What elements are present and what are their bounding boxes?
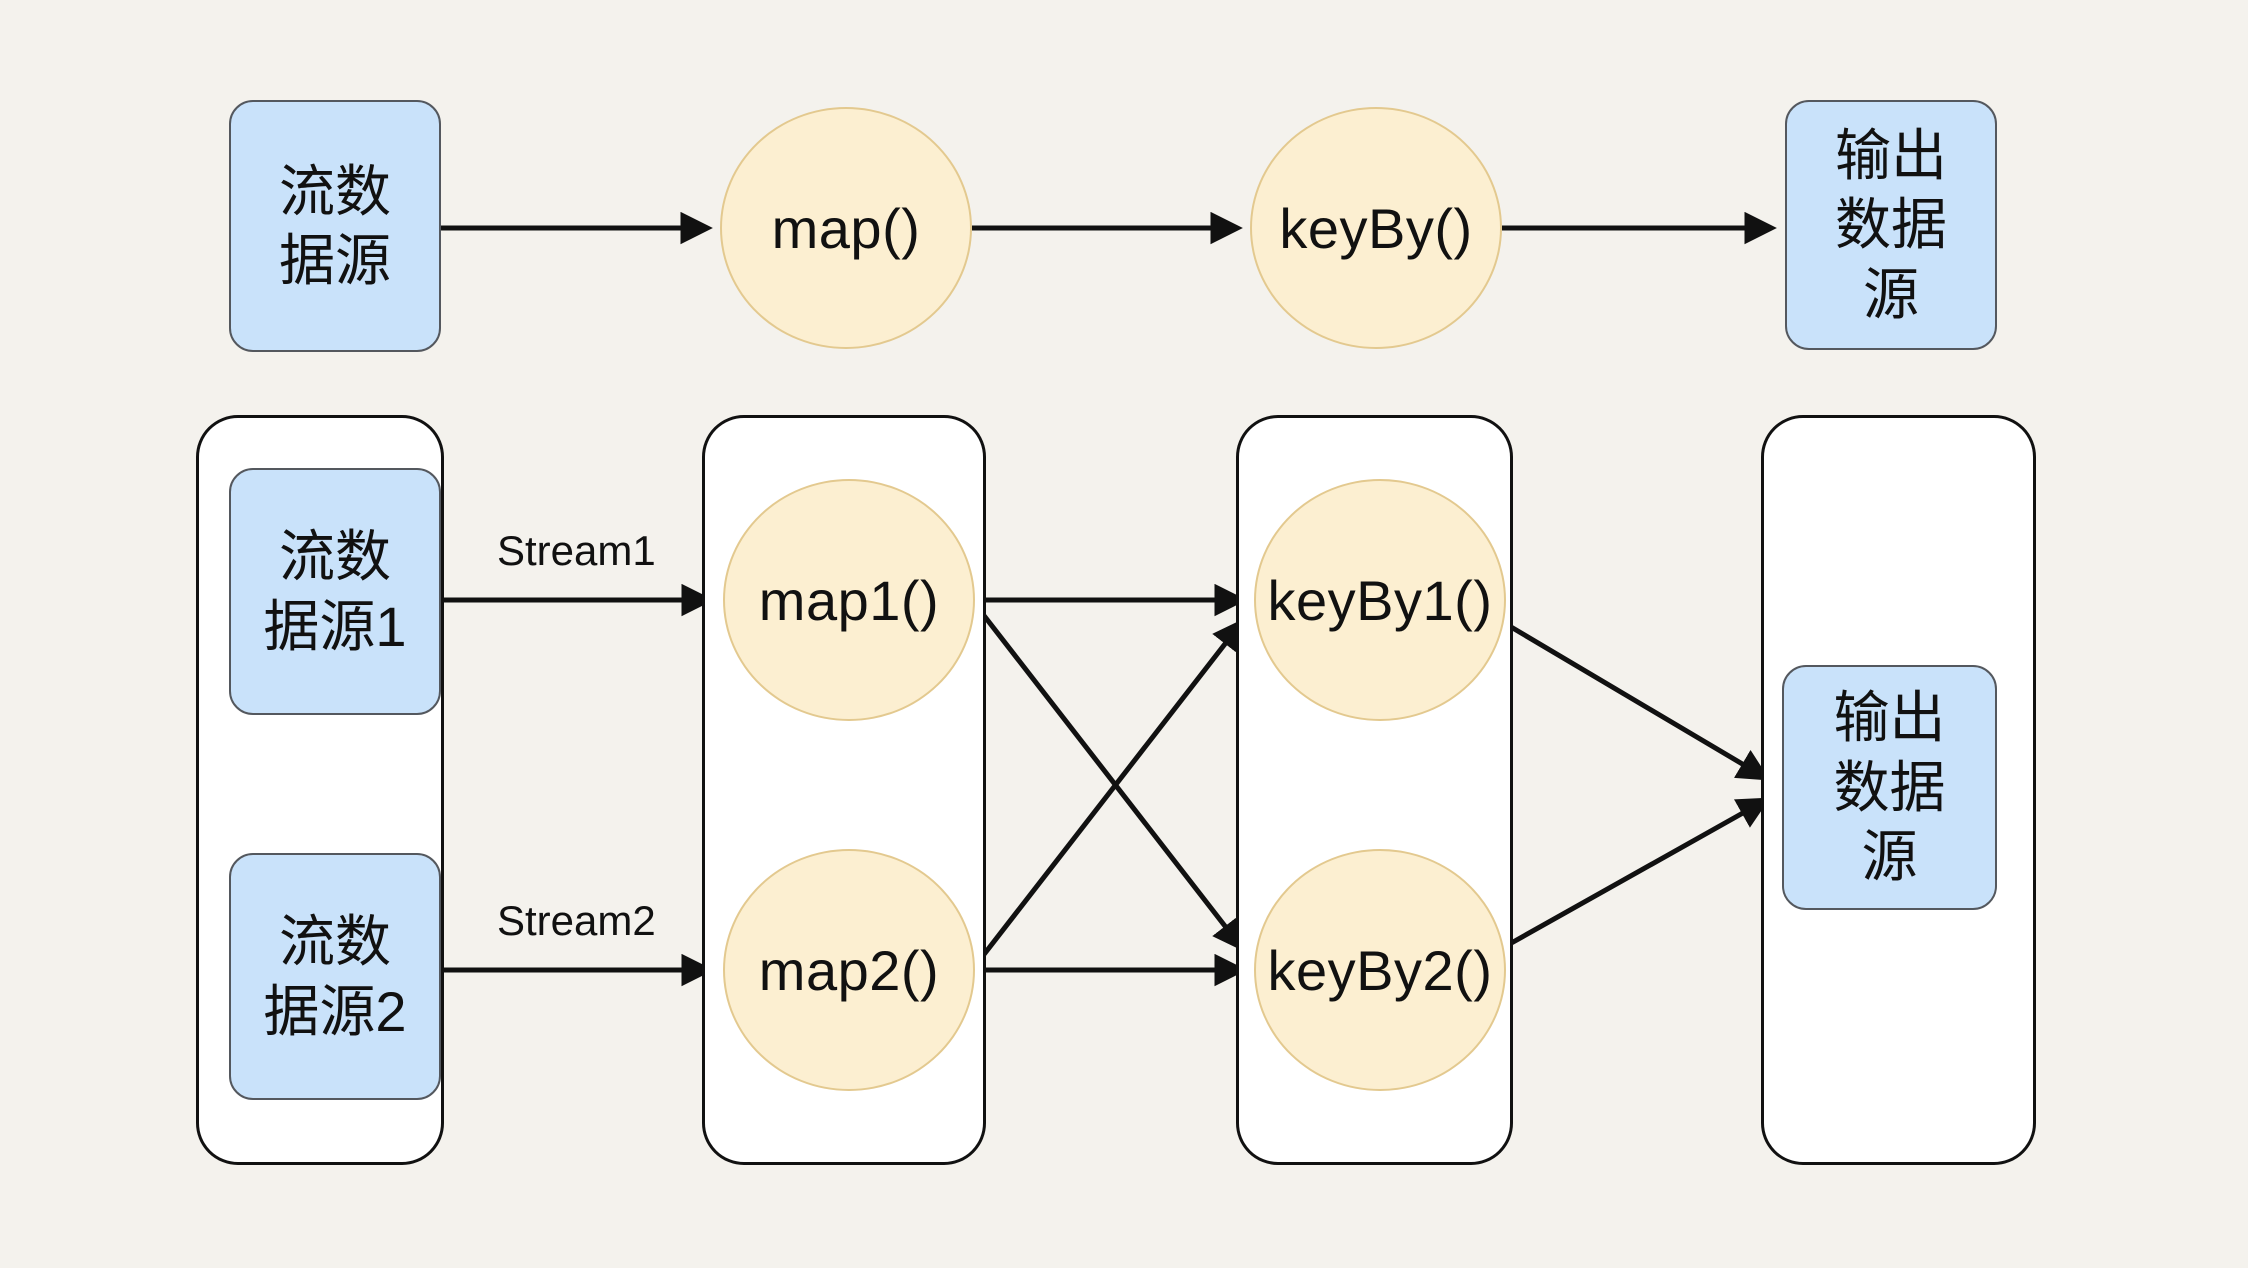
keyby1-node: keyBy1() <box>1254 479 1506 721</box>
stream2-label: Stream2 <box>497 897 656 944</box>
top-keyby-label: keyBy() <box>1279 196 1473 260</box>
map1-node: map1() <box>723 479 975 721</box>
map1-label: map1() <box>758 568 940 632</box>
top-sink-node: 输出 数据 源 <box>1785 100 1997 350</box>
arrow-keyby1-to-sink <box>1504 621 1771 781</box>
top-source-label: 流数 据源 <box>279 159 391 292</box>
sink-node: 输出 数据 源 <box>1782 665 1997 910</box>
top-map-node: map() <box>720 107 972 349</box>
source1-node: 流数 据源1 <box>229 468 441 715</box>
arrow-map1-to-keyby2 <box>973 602 1245 952</box>
top-source-node: 流数 据源 <box>229 100 441 352</box>
top-sink-label: 输出 数据 源 <box>1835 123 1947 326</box>
source1-label: 流数 据源1 <box>263 525 407 658</box>
arrow-keyby2-to-sink <box>1504 797 1771 949</box>
keyby2-label: keyBy2() <box>1267 938 1493 1002</box>
keyby1-label: keyBy1() <box>1267 568 1493 632</box>
source2-node: 流数 据源2 <box>229 853 441 1100</box>
sink-label: 输出 数据 源 <box>1833 686 1946 889</box>
keyby2-node: keyBy2() <box>1254 849 1506 1091</box>
top-keyby-node: keyBy() <box>1250 107 1502 349</box>
map2-node: map2() <box>723 849 975 1091</box>
top-map-label: map() <box>771 196 921 260</box>
map2-label: map2() <box>758 938 940 1002</box>
stream1-label: Stream1 <box>497 527 656 574</box>
arrow-map2-to-keyby1 <box>973 618 1245 968</box>
source2-label: 流数 据源2 <box>263 910 407 1043</box>
